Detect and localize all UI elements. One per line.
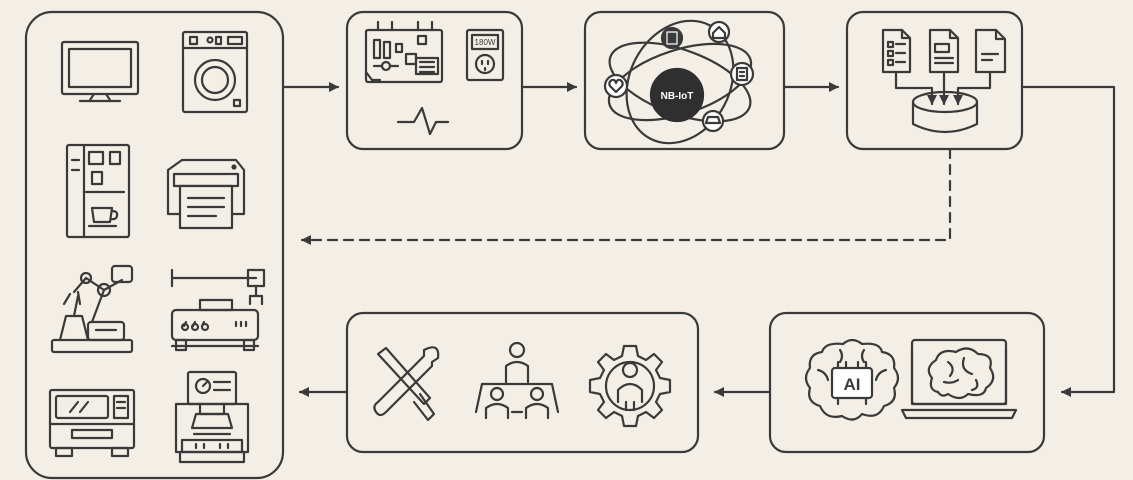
- feedback-arrow-storage-to-devices: [300, 147, 952, 245]
- power-meter-icon: [465, 28, 505, 82]
- document-icon: [928, 28, 960, 74]
- team-meeting-icon: [474, 341, 560, 420]
- action-panel: [345, 311, 700, 454]
- press-machine-icon: [174, 370, 250, 464]
- storage-arrows: [894, 70, 992, 106]
- analysis-panel: [768, 311, 1046, 454]
- office-icon: [729, 61, 755, 87]
- washing-machine-icon: [181, 30, 249, 114]
- laptop-brain-icon: [900, 338, 1018, 420]
- storage-panel: [845, 10, 1024, 151]
- conveyor-machine-icon: [170, 268, 266, 352]
- printer-icon: [166, 158, 246, 230]
- nbiot-hub-label: NB-IoT: [661, 91, 694, 102]
- nbiot-hub: [649, 67, 705, 123]
- heart-icon: [603, 73, 629, 99]
- ai-label: AI: [844, 375, 861, 394]
- ai-brain-icon: [804, 338, 900, 421]
- cnc-machine-icon: [48, 388, 136, 458]
- home-icon: [707, 20, 731, 44]
- document-icon: [881, 28, 912, 74]
- devices-panel: [24, 10, 285, 480]
- meter-label: 180W: [475, 38, 496, 47]
- sensor-panel: [345, 10, 524, 151]
- arrow-storage-to-analysis: [1020, 85, 1116, 397]
- car-icon: [701, 109, 725, 133]
- monitor-icon: [60, 40, 140, 103]
- robot-arm-icon: [50, 264, 134, 354]
- tools-icon: [373, 346, 440, 422]
- circuit-board-icon: [364, 20, 444, 84]
- coffee-machine-icon: [65, 143, 131, 239]
- building-icon: [660, 26, 684, 50]
- pulse-icon: [396, 106, 450, 136]
- document-icon: [974, 28, 1007, 74]
- network-panel: [583, 10, 786, 151]
- gear-person-icon: [588, 344, 672, 428]
